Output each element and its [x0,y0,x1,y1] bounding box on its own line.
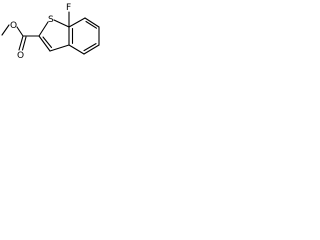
double-bond-inner-3 [83,43,97,52]
carbonyl-oxygen-label: O [17,51,24,61]
sulfur-label: S [48,15,54,25]
fluorine-label: F [66,3,71,13]
bond-c3a-c7a [68,44,85,55]
bond-c6-c5 [84,17,100,28]
bond-c2-c3 [38,35,51,52]
benzene-ring [68,17,100,55]
bond-carbonyl-o-double-1 [18,35,24,51]
structure-canvas: F S O O [0,0,103,83]
bond-c4-c3a [83,44,100,55]
methyl-ester-group: O O [1,21,40,61]
chemical-structure-diagram: F S O O [1,3,100,61]
bond-c3-c3a [49,44,70,52]
fluorine-substituent: F [66,3,71,28]
thiophene-ring [38,19,70,52]
bond-s-c2 [38,21,49,37]
bond-carbonyl-o-double-2 [21,36,27,51]
bond-carbonyl-o-single [16,26,24,37]
bond-o-methyl [1,24,10,36]
double-bond-inner-2 [85,20,98,29]
double-bond-c2-c3-inner [42,36,53,49]
ester-oxygen-label: O [10,21,17,31]
bond-c7a-s [53,19,70,28]
bond-c7-c6 [68,17,86,28]
